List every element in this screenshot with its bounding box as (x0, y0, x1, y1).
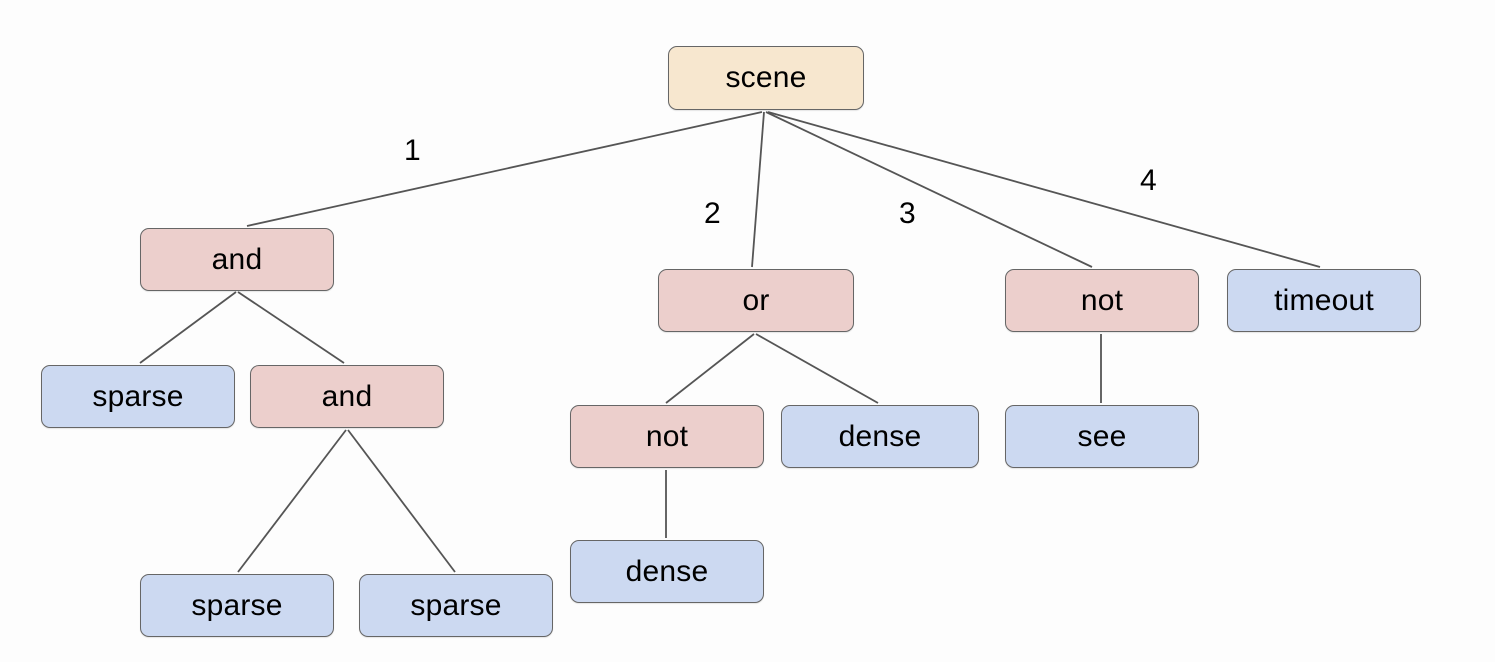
edge-label-2: 2 (704, 197, 721, 230)
tree-edge-and2-to-sparse2 (237, 429, 347, 573)
tree-edge-scene-to-not1 (765, 111, 1093, 268)
tree-node-and2[interactable]: and (250, 365, 444, 428)
tree-node-label: not (1080, 283, 1124, 317)
tree-node-see1[interactable]: see (1005, 405, 1199, 468)
tree-node-dense1[interactable]: dense (781, 405, 979, 468)
tree-node-label: dense (625, 554, 709, 588)
tree-node-sparse3[interactable]: sparse (359, 574, 553, 637)
tree-node-sparse1[interactable]: sparse (41, 365, 235, 428)
tree-edge-scene-to-or1 (751, 111, 765, 268)
tree-edge-and2-to-sparse3 (347, 429, 456, 573)
tree-edge-or1-to-not2 (665, 333, 755, 404)
tree-node-or1[interactable]: or (658, 269, 854, 332)
tree-node-label: see (1077, 419, 1127, 453)
tree-node-label: dense (838, 419, 922, 453)
tree-node-scene[interactable]: scene (668, 46, 864, 110)
tree-node-label: and (321, 379, 373, 413)
tree-edge-and1-to-sparse1 (139, 291, 237, 364)
tree-node-and1[interactable]: and (140, 228, 334, 291)
tree-node-label: and (211, 242, 263, 276)
tree-edge-scene-to-and1 (246, 111, 763, 227)
tree-node-label: timeout (1274, 283, 1374, 317)
tree-node-label: sparse (92, 379, 184, 413)
tree-node-label: sparse (191, 588, 283, 622)
tree-edge-and1-to-and2 (237, 291, 345, 364)
tree-edge-or1-to-dense1 (755, 333, 879, 404)
tree-node-label: or (742, 283, 770, 317)
tree-node-timeout1[interactable]: timeout (1227, 269, 1421, 332)
tree-node-not1[interactable]: not (1005, 269, 1199, 332)
tree-node-not2[interactable]: not (570, 405, 764, 468)
tree-node-label: not (645, 419, 689, 453)
tree-node-label: scene (725, 61, 807, 94)
tree-node-label: sparse (410, 588, 502, 622)
tree-edge-scene-to-timeout1 (767, 111, 1321, 268)
edge-label-1: 1 (404, 134, 421, 167)
edge-label-4: 4 (1140, 164, 1157, 197)
edge-label-3: 3 (899, 197, 916, 230)
tree-node-sparse2[interactable]: sparse (140, 574, 334, 637)
tree-node-dense2[interactable]: dense (570, 540, 764, 603)
